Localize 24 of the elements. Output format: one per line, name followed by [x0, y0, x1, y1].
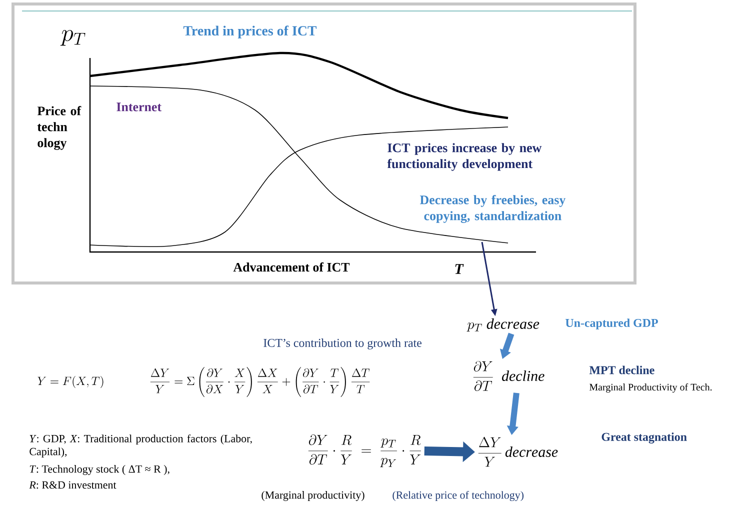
note: (Marginal productivity): [262, 491, 364, 501]
note: Y: GDP, X: Traditional production factors (Labor, Capital),: [30, 434, 252, 458]
formula-text: $\frac{\partial Y}{\partial T}\ \ \mathit{decline}$: [473, 360, 544, 392]
annotation: Marginal Productivity of Tech.: [589, 383, 712, 393]
axis-label: Advancement of ICT: [233, 262, 350, 272]
equation: $\frac{\Delta Y}{Y}=\Sigma\left(\frac{\partial Y}{\partial X}\cdot\frac{X}{Y}\right)\frac{\Delta X}{X}+\left(\frac{\partial Y}{\partial T}\cdot\frac{T}{Y}\right)\frac{\Delta T}{T}$: [150, 367, 370, 397]
note: R: R&D investment: [29, 481, 116, 489]
equation-caption: ICT’s contribution to growth rate: [264, 338, 422, 350]
note: T: Technology stock ( ΔT ≈ R ),: [30, 465, 170, 475]
note: (Relative price of technology): [392, 490, 524, 502]
axis-label: T: [455, 264, 464, 274]
formula-text: $\frac{\Delta Y}{Y}\,\mathit{decrease}$: [478, 436, 558, 467]
curve-label: ICT prices increase by new functionality development: [387, 143, 542, 171]
chart-title: Trend in prices of ICT: [183, 26, 317, 38]
equation: $Y = F(X,T)$: [38, 376, 104, 388]
annotation: MPT decline: [589, 366, 654, 374]
formula-text: $p_T\ \mathit{decrease}$: [466, 318, 540, 332]
annotation: Great stagnation: [602, 432, 687, 444]
curve-label: Internet: [116, 102, 162, 112]
axis-label: $p_T$: [60, 30, 86, 46]
curve-label: Decrease by freebies, easy copying, standardization: [420, 195, 566, 223]
annotation: Un-captured GDP: [566, 318, 658, 330]
axis-label: Price of techn ology: [37, 106, 82, 150]
formula-text: $\frac{\partial Y}{\partial T}\cdot\frac{R}{Y}\ =\ \frac{p_T}{p_Y}\cdot\frac{R}{Y}$: [308, 434, 421, 468]
